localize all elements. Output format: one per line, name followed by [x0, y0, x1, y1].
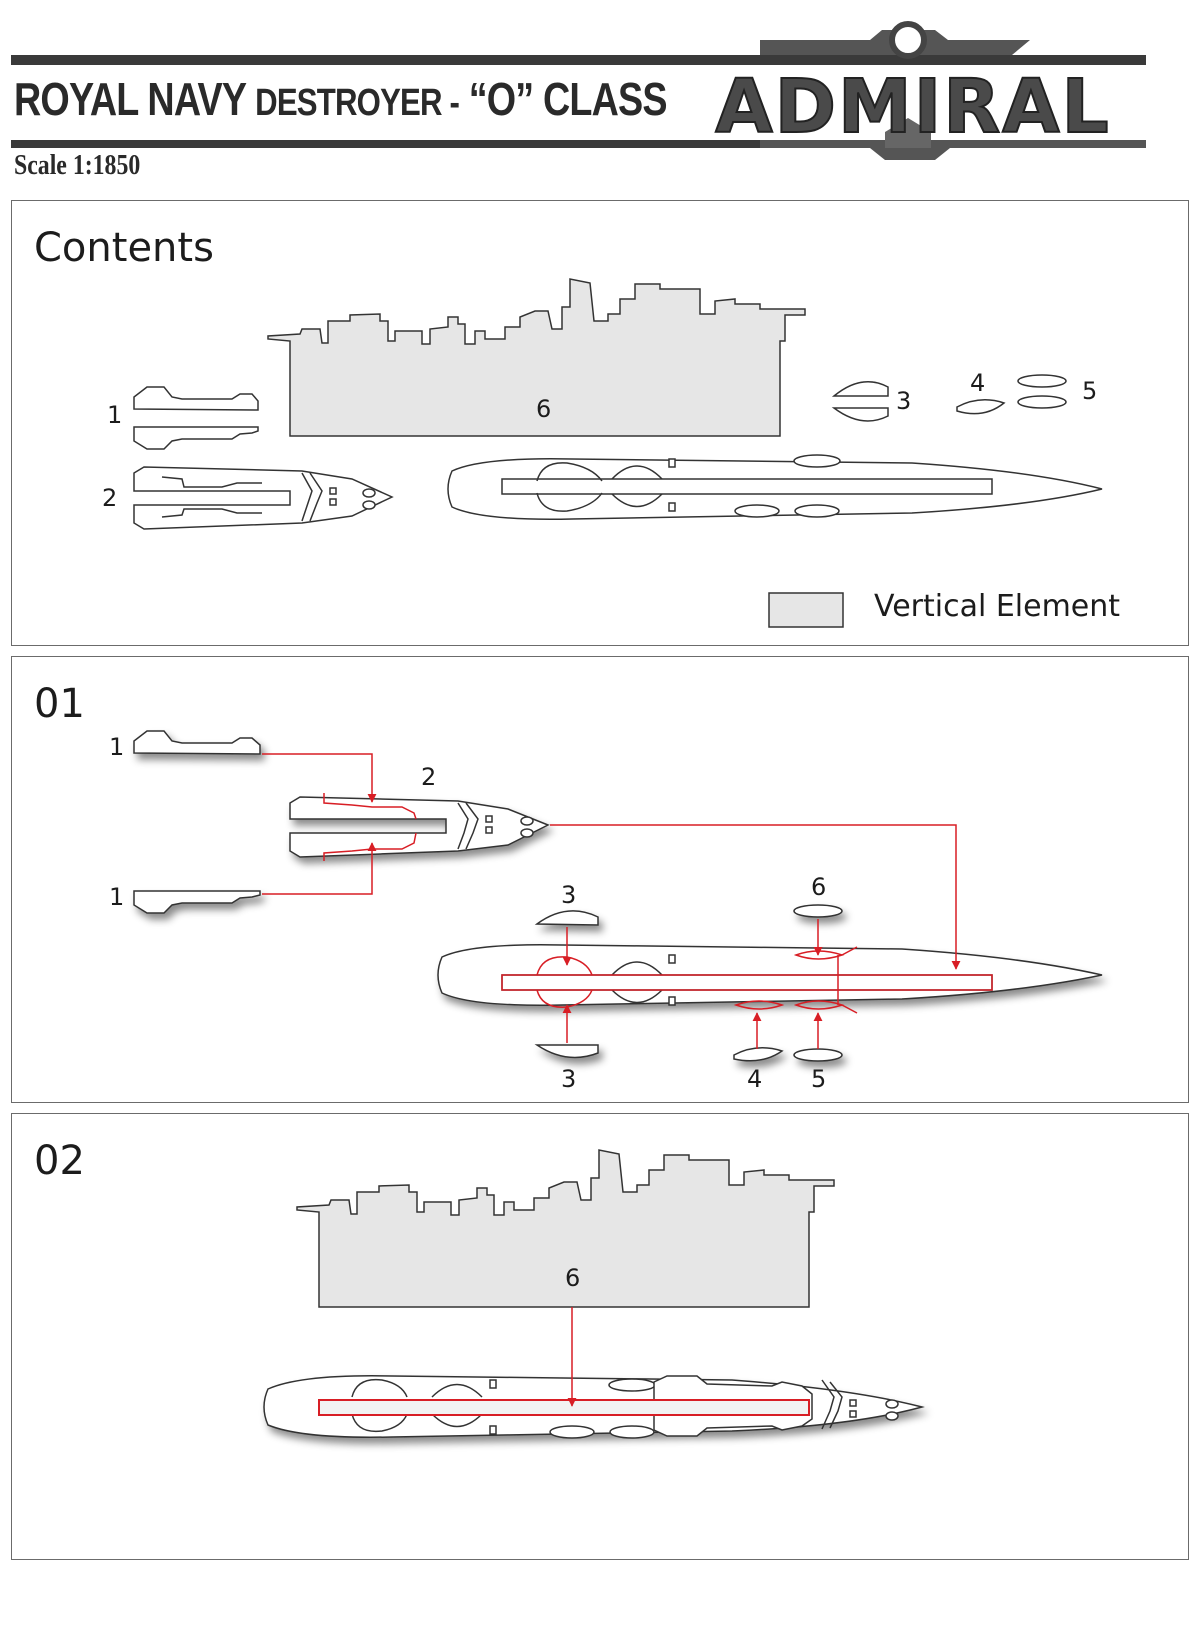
step-01-label-5: 5: [811, 1065, 826, 1093]
title-part3: “O” CLASS: [468, 73, 668, 125]
step-01-label-3-top: 3: [561, 881, 576, 909]
part-5-a: [1017, 374, 1067, 388]
part-1-pieces: [133, 386, 259, 450]
header-graphics: ADMIRAL: [11, 21, 1146, 160]
step-02-title: 02: [34, 1138, 85, 1184]
label-part-1: 1: [107, 401, 122, 429]
hull-top-view: [447, 454, 1103, 520]
label-part-4: 4: [970, 369, 985, 397]
admiral-logo-frame: [760, 21, 1146, 160]
admiral-logo-text: ADMIRAL: [715, 64, 1110, 150]
header: ADMIRAL ROYAL NAVY DESTROYER - “O” CLASS…: [0, 0, 1202, 200]
step-02-diagram: 6: [263, 1149, 925, 1439]
scale-label: Scale 1:1850: [14, 150, 141, 181]
part-5-b: [1017, 395, 1067, 409]
header-bottom-bar: [11, 140, 771, 148]
parts-3-4-5: [831, 374, 1067, 422]
step-02-slot-highlight: [318, 1399, 810, 1416]
step-01-label-3-bottom: 3: [561, 1065, 576, 1093]
step-01-label-1-bottom: 1: [109, 883, 124, 911]
label-part-3: 3: [896, 387, 911, 415]
step-01-diagram: 1 1 2 3 3 4 5 6: [109, 730, 1103, 1093]
step-01-label-6: 6: [811, 873, 826, 901]
title-part2: DESTROYER -: [255, 82, 460, 124]
label-part-5: 5: [1082, 377, 1097, 405]
step-01-label-4: 4: [747, 1065, 762, 1093]
step-01-part-1-bottom: [133, 890, 261, 914]
step-01-part-6: [793, 904, 843, 918]
legend-swatch: [768, 592, 844, 628]
part-4: [956, 399, 1006, 415]
contents-panel: Contents: [11, 200, 1189, 646]
hull-slot: [501, 478, 993, 495]
legend-label: Vertical Element: [874, 589, 1121, 624]
title-part1: ROYAL NAVY: [14, 73, 246, 125]
contents-title: Contents: [34, 225, 214, 271]
step-01-label-1-top: 1: [109, 733, 124, 761]
page-title: ROYAL NAVY DESTROYER - “O” CLASS: [14, 72, 668, 126]
step-01-part-3-top: [534, 910, 599, 926]
label-part-6: 6: [536, 395, 551, 423]
step-01-part-5: [793, 1048, 843, 1062]
step-01-part-4: [733, 1047, 784, 1062]
label-part-2: 2: [102, 484, 117, 512]
step-01-part-1-top: [133, 730, 261, 755]
part-3-a: [831, 380, 889, 397]
part-3-b: [831, 407, 889, 422]
step-02-panel: 02: [11, 1113, 1189, 1560]
step-01-part-3-bottom: [534, 1044, 599, 1059]
part-2-deck: [133, 466, 394, 530]
step-01-title: 01: [34, 681, 85, 727]
step-01-label-2: 2: [421, 763, 436, 791]
step-01-panel: 01: [11, 656, 1189, 1103]
step-01-parts: [133, 730, 1103, 1062]
contents-diagram: 1 2 3 4 5 6: [102, 278, 1103, 628]
part-1-piece-a: [133, 386, 259, 411]
header-top-bar: [11, 55, 1146, 65]
step-01-arrows: [262, 753, 961, 1049]
step-02-label-6: 6: [565, 1264, 580, 1292]
step-01-part-2: [289, 796, 550, 858]
part-1-piece-b: [133, 426, 259, 450]
